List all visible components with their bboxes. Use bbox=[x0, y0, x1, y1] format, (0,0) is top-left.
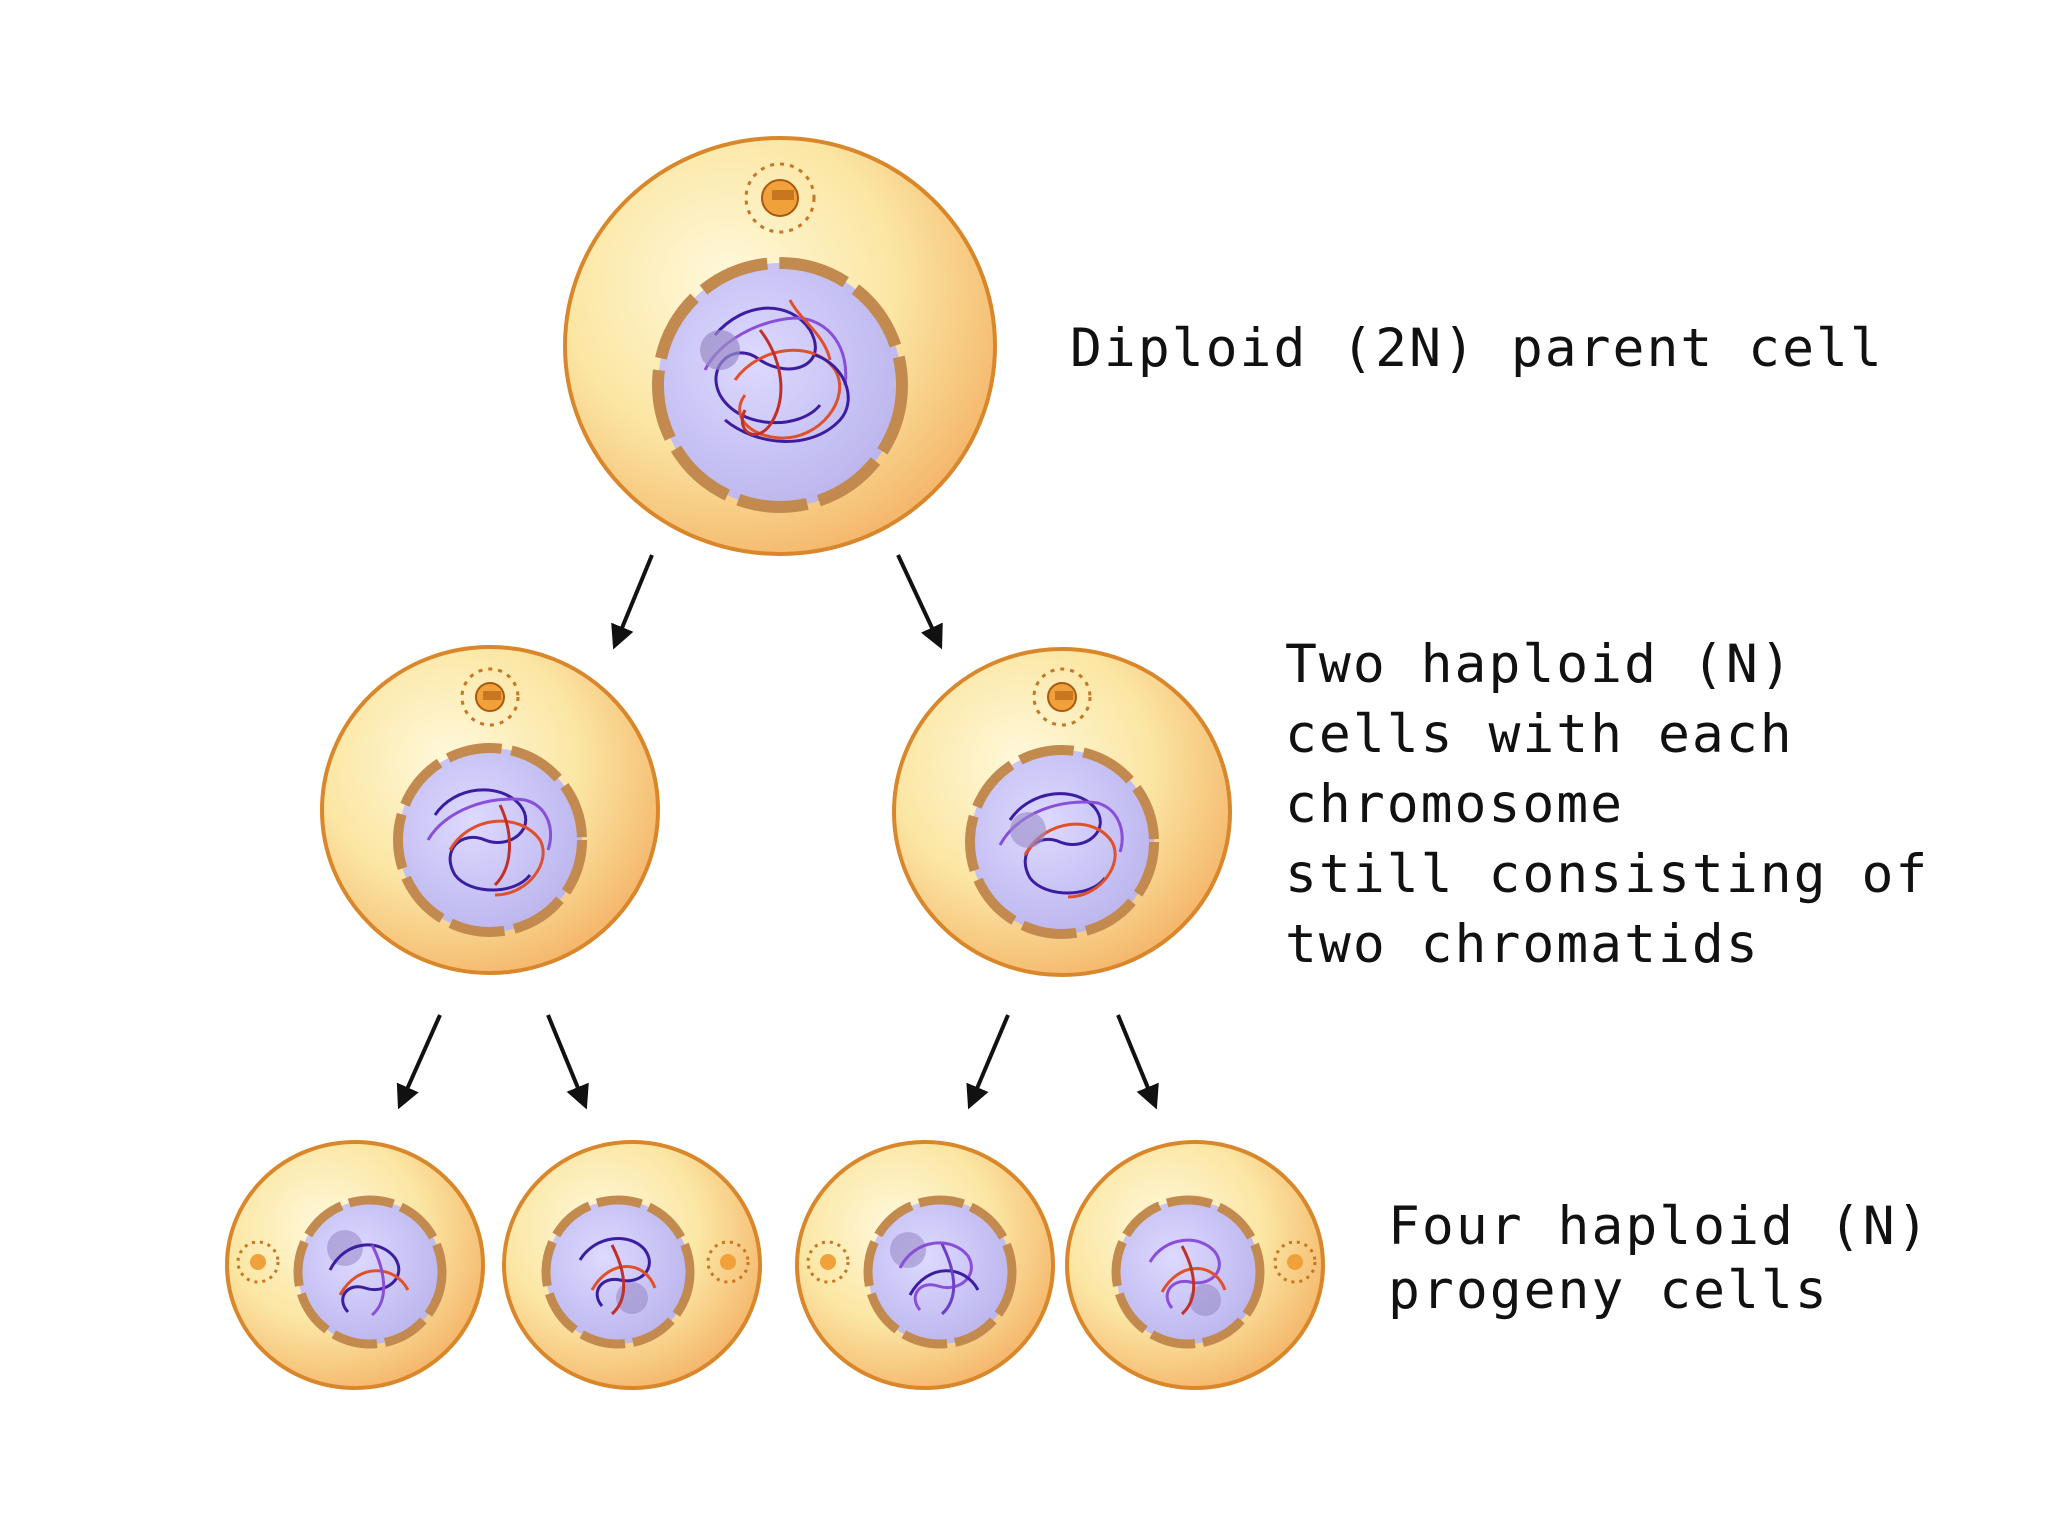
nucleus bbox=[1111, 1195, 1265, 1349]
centrosome-icon bbox=[1032, 667, 1092, 727]
left-haploid-cell bbox=[320, 645, 660, 975]
division-arrows bbox=[396, 554, 1159, 1110]
progeny-cell-3 bbox=[795, 1140, 1055, 1390]
haploid-label-line-2: cells with each bbox=[1285, 704, 1794, 765]
chromosome-tangle bbox=[700, 299, 850, 443]
nucleus bbox=[541, 1195, 695, 1349]
centrosome-icon bbox=[236, 1240, 280, 1284]
nucleus bbox=[393, 743, 587, 937]
centrosome-icon bbox=[1273, 1240, 1317, 1284]
parent-cell-label: Diploid (2N) parent cell bbox=[1070, 318, 1884, 379]
arrow-right-to-progeny-4 bbox=[1116, 1014, 1159, 1110]
centrosome-icon bbox=[460, 667, 520, 727]
arrow-right-to-progeny-3 bbox=[966, 1014, 1010, 1110]
nucleus bbox=[863, 1195, 1017, 1349]
arrow-left-to-progeny-2 bbox=[546, 1014, 589, 1110]
haploid-label-line-3: chromosome bbox=[1285, 774, 1625, 835]
progeny-label-line-1: Four haploid (N) bbox=[1388, 1196, 1931, 1257]
haploid-label-line-1: Two haploid (N) bbox=[1285, 634, 1794, 695]
nucleus bbox=[652, 257, 908, 513]
nucleus bbox=[293, 1195, 447, 1349]
arrow-left-to-progeny-1 bbox=[396, 1014, 442, 1110]
nucleus bbox=[965, 745, 1159, 939]
centrosome-icon bbox=[806, 1240, 850, 1284]
right-haploid-cell bbox=[892, 647, 1232, 977]
centrosome-icon bbox=[706, 1240, 750, 1284]
parent-diploid-cell bbox=[563, 136, 997, 556]
arrow-parent-to-left bbox=[611, 554, 654, 650]
progeny-cell-1 bbox=[225, 1140, 485, 1390]
progeny-label-line-2: progeny cells bbox=[1388, 1260, 1829, 1321]
progeny-cell-2 bbox=[502, 1140, 762, 1390]
haploid-label-line-4: still consisting of bbox=[1285, 844, 1930, 905]
haploid-label-line-5: two chromatids bbox=[1285, 914, 1760, 975]
arrow-parent-to-right bbox=[896, 554, 943, 650]
centrosome-icon bbox=[744, 162, 816, 234]
progeny-cell-4 bbox=[1065, 1140, 1325, 1390]
